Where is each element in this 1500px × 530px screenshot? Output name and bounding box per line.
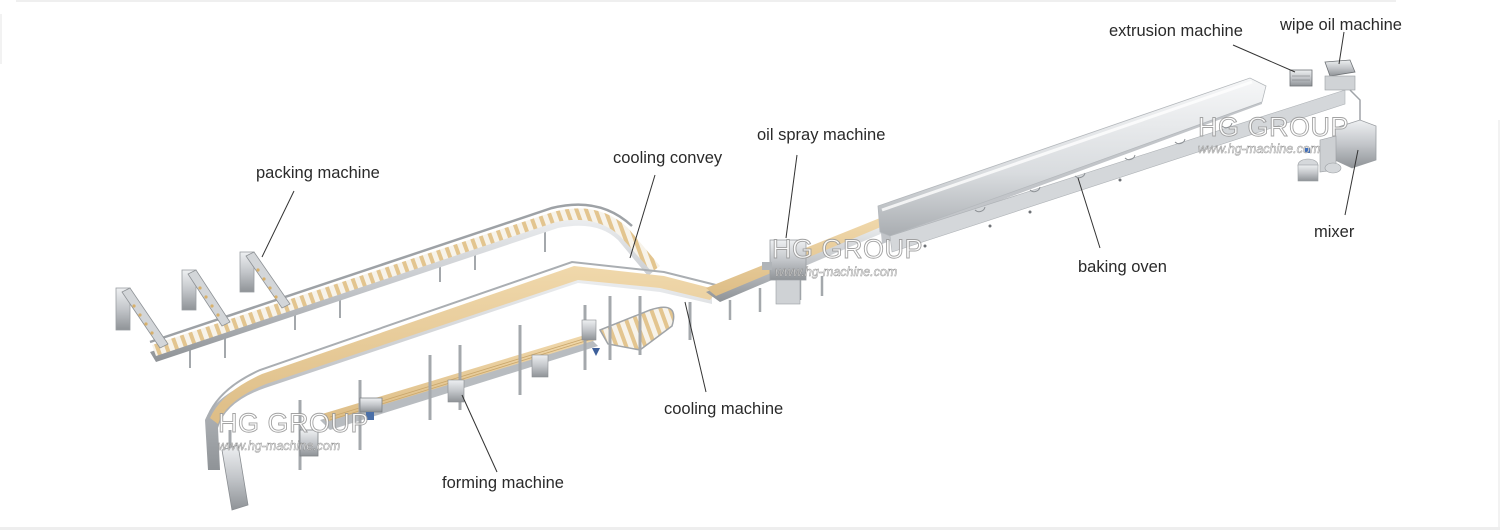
leader-wipe-oil-machine — [1338, 31, 1345, 65]
leader-forming-machine — [461, 394, 498, 473]
watermark-url: www.hg-machine.com — [1198, 142, 1320, 156]
watermark-top-right: HG GROUP www.hg-machine.com — [1198, 112, 1349, 157]
watermark-brand: HG GROUP — [1198, 112, 1349, 142]
forming-machine-equipment — [221, 319, 600, 511]
frame-left-border — [0, 14, 2, 64]
label-packing-machine: packing machine — [256, 164, 380, 182]
watermark-center: HG GROUP www.hg-machine.com — [772, 234, 923, 280]
frame-bottom-border — [0, 527, 1500, 530]
label-baking-oven: baking oven — [1078, 258, 1167, 276]
packing-machine-unit — [239, 251, 291, 309]
leader-cooling-convey — [629, 174, 656, 259]
label-cooling-machine: cooling machine — [664, 400, 784, 418]
cooling-convey-upper-run — [149, 203, 660, 368]
watermark-brand: HG GROUP — [772, 234, 923, 264]
oil-spray-machine — [762, 239, 807, 305]
leader-oil-spray-machine — [785, 154, 798, 239]
packing-machine-unit — [115, 287, 169, 349]
leader-extrusion-machine — [1232, 44, 1296, 73]
watermark-url: www.hg-machine.com — [775, 265, 897, 279]
label-mixer: mixer — [1314, 223, 1355, 241]
leader-mixer — [1344, 149, 1359, 216]
label-oil-spray-machine: oil spray machine — [757, 126, 886, 144]
label-extrusion-machine: extrusion machine — [1109, 22, 1243, 40]
mixer — [1297, 119, 1377, 182]
frame-right-border — [1498, 120, 1500, 530]
packing-machine-group — [115, 251, 291, 349]
label-forming-machine: forming machine — [442, 474, 564, 492]
leader-baking-oven — [1077, 177, 1101, 249]
wipe-oil-machine — [1324, 59, 1356, 91]
leader-cooling-machine — [684, 301, 707, 393]
label-cooling-convey: cooling convey — [613, 149, 723, 167]
watermark-bottom-left: HG GROUP www.hg-machine.com — [218, 408, 369, 454]
leader-lines — [261, 31, 1359, 473]
extrusion-machine — [1289, 69, 1313, 87]
packing-machine-unit — [181, 269, 231, 327]
frame-top-border — [16, 0, 1396, 2]
cooling-machine — [205, 260, 721, 490]
baking-oven — [877, 77, 1346, 253]
label-wipe-oil-machine: wipe oil machine — [1280, 16, 1402, 34]
cooling-convey-lower-curve — [598, 306, 675, 351]
watermark-url: www.hg-machine.com — [218, 439, 340, 453]
watermark-brand: HG GROUP — [218, 408, 369, 438]
leader-packing-machine — [261, 190, 295, 258]
